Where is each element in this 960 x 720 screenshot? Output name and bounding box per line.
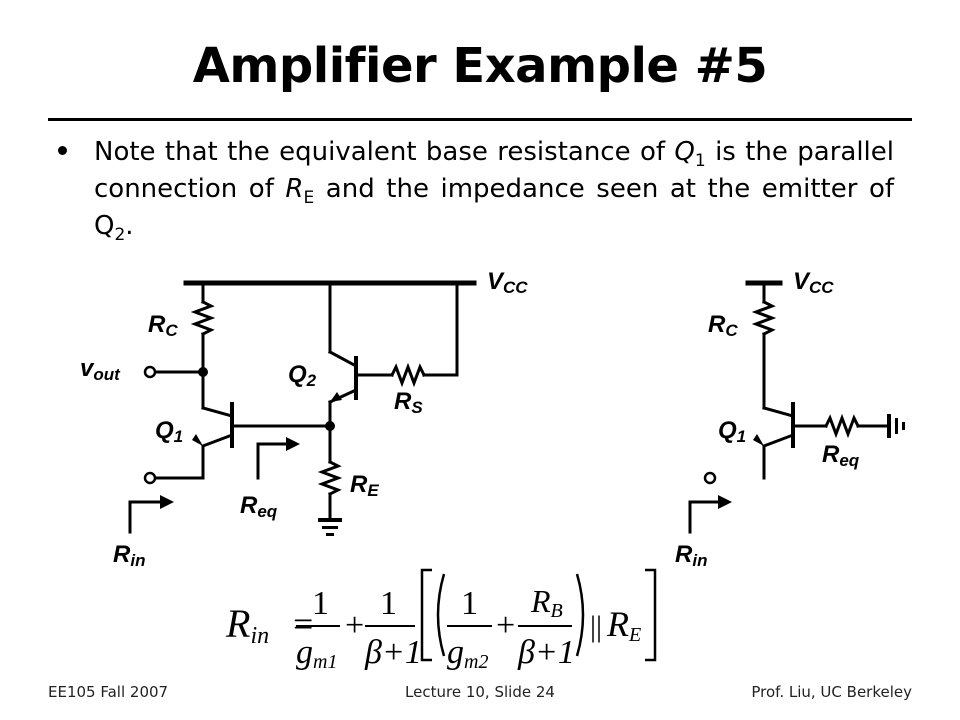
title-divider	[48, 118, 912, 121]
req-arrow-icon	[286, 437, 300, 451]
label-vcc: VCC	[487, 268, 528, 297]
label-rin-right: Rin	[675, 541, 707, 570]
footer-slide-number: Lecture 10, Slide 24	[405, 683, 555, 701]
bullet-text-part: and the impedance seen at the emitter of…	[94, 174, 895, 241]
svg-text:β+1: β+1	[364, 634, 422, 671]
label-rc-right: RC	[708, 311, 738, 340]
svg-text:1: 1	[380, 585, 397, 622]
rc-resistor-icon	[190, 299, 216, 337]
bullet-text-part: .	[125, 211, 134, 241]
re-resistor-icon	[317, 459, 343, 497]
svg-text:RE: RE	[606, 604, 641, 646]
svg-text:1: 1	[461, 585, 478, 622]
rc-resistor-right-icon	[751, 299, 777, 337]
svg-text:Rin: Rin	[225, 601, 269, 649]
label-rc: RC	[148, 311, 178, 340]
rs-resistor-icon	[389, 362, 427, 388]
label-q1: Q1	[155, 417, 183, 446]
symbol-q2-sub: 2	[114, 225, 126, 246]
svg-text:RB: RB	[530, 583, 563, 622]
label-q2: Q2	[288, 361, 317, 390]
label-rin: Rin	[113, 541, 145, 570]
label-req-right: Req	[822, 441, 860, 470]
input-terminal	[143, 471, 157, 485]
ground-icon	[318, 518, 342, 522]
rin-arrow-icon	[160, 495, 174, 509]
rin-equation: Rin = 1 gm1 + 1 β+1 1 gm2 + RB β+1 || RE	[225, 568, 657, 673]
vout-terminal	[143, 365, 157, 379]
q1-emitter-arrow-icon	[192, 434, 203, 446]
label-req: Req	[240, 492, 278, 521]
svg-text:||: ||	[590, 610, 602, 643]
footer-course: EE105 Fall 2007	[48, 683, 169, 701]
symbol-re: R	[285, 174, 304, 204]
ground-right-icon	[887, 414, 891, 438]
footer-author: Prof. Liu, UC Berkeley	[751, 683, 912, 701]
svg-text:+: +	[345, 607, 364, 644]
symbol-q1: Q	[674, 137, 695, 167]
bullet-text: Note that the equivalent base resistance…	[94, 134, 894, 245]
bullet-text-part: is the parallel connection of	[94, 137, 894, 204]
svg-text:1: 1	[312, 585, 329, 622]
svg-text:=: =	[293, 604, 313, 644]
label-vout: vout	[80, 355, 121, 384]
symbol-q1-sub: 1	[694, 151, 706, 172]
label-re: RE	[350, 471, 379, 500]
svg-text:gm1: gm1	[296, 634, 337, 673]
bullet-text-part: Note that the equivalent base resistance…	[94, 137, 675, 167]
svg-text:gm2: gm2	[447, 634, 488, 673]
bullet-dot-icon	[58, 146, 67, 155]
svg-text:β+1: β+1	[517, 634, 575, 671]
label-rs: RS	[394, 388, 423, 417]
q2-emitter-arrow-icon	[330, 392, 342, 402]
req-resistor-right-icon	[823, 413, 861, 439]
svg-text:+: +	[496, 607, 515, 644]
input-terminal-right	[703, 471, 717, 485]
label-vcc-right: VCC	[793, 268, 834, 297]
label-q1-right: Q1	[718, 417, 746, 446]
slide-title: Amplifier Example #5	[192, 38, 768, 94]
symbol-re-sub: E	[303, 188, 315, 209]
